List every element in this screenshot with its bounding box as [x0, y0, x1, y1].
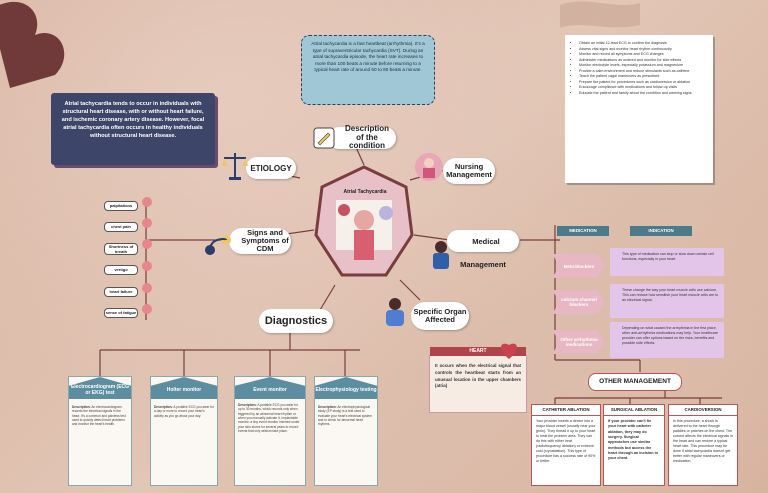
nursing-bullet-list: Obtain an initial 12-lead ECG to confirm… — [565, 35, 713, 96]
med-header-medication: MEDICATION — [557, 226, 609, 236]
sign-item: palpitations — [104, 201, 138, 211]
nursing-bullet-item: Prepare the patient for procedures such … — [579, 80, 707, 86]
nursing-bullet-item: Encourage compliance with medications an… — [579, 85, 707, 91]
stethoscope-icon — [205, 235, 231, 255]
sign-item: sense of fatigue — [104, 308, 138, 318]
diag-card-ep: Electrophysiology testing Description: A… — [314, 376, 378, 486]
diagnostics-label: Diagnostics — [264, 315, 328, 327]
central-heptagon — [314, 165, 414, 277]
center-title: Atrial Tachycardia — [343, 189, 387, 195]
om-card-catheter: CATHETER ABLATION Your provider inserts … — [531, 404, 601, 486]
ind-header-label: INDICATION — [648, 228, 674, 233]
om-card-title: CATHETER ABLATION — [532, 405, 600, 416]
diag-card-label: Description: — [318, 405, 337, 409]
sign-item: heart failure — [104, 287, 138, 297]
diag-card-title: Holter monitor — [151, 377, 217, 399]
nursing-bullet-item: Educate the patient and family about the… — [579, 91, 707, 97]
med-indication-calcium: These change the way your heart muscle c… — [610, 284, 724, 318]
etiology-box: Atrial tachycardia tends to occur in ind… — [51, 93, 215, 165]
nursing-bullet-item: Monitor and record all symptoms and ECG … — [579, 52, 707, 58]
med-header-label: MEDICATION — [569, 228, 597, 233]
heart-decoration-icon — [0, 1, 65, 88]
med-drug-other: Other arrhythmia medications — [553, 330, 605, 354]
nursing-bullet-item: Monitor electrolyte levels, especially p… — [579, 63, 707, 69]
medical-label: Medical Management — [460, 237, 506, 269]
etiology-text: Atrial tachycardia tends to occur in ind… — [61, 101, 205, 140]
om-card-cardioversion: CARDIOVERSION In this procedure, a shock… — [668, 404, 738, 486]
diag-card-title: Electrophysiology testing — [315, 377, 377, 399]
nursing-panel: Obtain an initial 12-lead ECG to confirm… — [565, 35, 713, 183]
signs-pill: Signs and Symptoms of CDM — [229, 228, 291, 254]
om-card-text: Your provider inserts a device into a ma… — [536, 419, 596, 464]
nursing-bullet-item: Assess vital signs and monitor heart rhy… — [579, 47, 707, 53]
medical-pill: Medical Management — [447, 230, 519, 269]
nurse-icon — [415, 153, 443, 181]
med-indication-other: Depending on what caused the arrhythmia … — [610, 322, 724, 358]
other-management-title: OTHER MANAGEMENT — [588, 373, 682, 391]
nursing-bullet-item: Teach the patient vagal maneuvers as pre… — [579, 74, 707, 80]
etiology-label: ETIOLOGY — [250, 164, 292, 173]
description-pill: Description of the condition — [328, 124, 396, 151]
organ-label: Specific Organ Affected — [413, 307, 467, 324]
med-indication-beta: This type of medication can stop or slow… — [610, 248, 724, 276]
organ-pill: Specific Organ Affected — [411, 302, 469, 330]
diag-card-holter: Holter monitor Description: A portable E… — [150, 376, 218, 486]
sign-item: vertigo — [104, 265, 138, 275]
nursing-bullet-item: Obtain an initial 12-lead ECG to confirm… — [579, 41, 707, 47]
diag-card-title: Event monitor — [235, 377, 305, 399]
etiology-pill: ETIOLOGY — [246, 157, 296, 179]
nursing-pill: Nursing Management — [443, 158, 495, 184]
om-card-text: If your provider can't fix your heart wi… — [608, 419, 658, 461]
om-card-title: CARDIOVERSION — [669, 405, 737, 416]
diag-card-title: Electrocardiogram (ECG or EKG) test — [69, 377, 131, 399]
nursing-bullet-item: Administer medications as ordered and mo… — [579, 58, 707, 64]
diag-card-text: A portable ECG you wear for up to 30 mon… — [238, 403, 300, 433]
om-card-surgical: SURGICAL ABLATION If your provider can't… — [603, 404, 665, 486]
heart-box: HEART It occurs when the electrical sign… — [429, 347, 527, 413]
diag-card-text: A portable ECG you wear for a day or mor… — [154, 405, 214, 418]
om-card-title: SURGICAL ABLATION — [604, 405, 664, 416]
nursing-bullet-item: Provide a calm environment and reduce st… — [579, 69, 707, 75]
heart-organ-icon — [501, 343, 517, 359]
patient-icon — [386, 298, 404, 326]
pencil-icon — [313, 127, 335, 149]
heart-text: It occurs when the electrical signal tha… — [435, 363, 521, 389]
doctor-icon — [433, 241, 449, 269]
om-card-text: In this procedure, a shock is delivered … — [673, 419, 733, 464]
signs-label: Signs and Symptoms of CDM — [241, 228, 289, 253]
med-header-indication: INDICATION — [630, 226, 692, 236]
nursing-label: Nursing Management — [446, 162, 492, 179]
diag-card-text: An electrocardiogram records the electri… — [72, 405, 126, 427]
sign-item: chest pain — [104, 222, 138, 232]
med-drug-beta: Beta-blockers — [553, 254, 605, 278]
symptom-figures-icon — [142, 197, 152, 314]
diagnostics-pill: Diagnostics — [259, 309, 333, 333]
diag-card-label: Description: — [154, 405, 173, 409]
heart-title: HEART — [430, 347, 526, 356]
diag-card-label: Description: — [238, 403, 257, 407]
other-management-label: OTHER MANAGEMENT — [599, 378, 671, 385]
med-drug-calcium: calcium channel blockers — [553, 290, 605, 314]
paper-scrap-icon — [560, 1, 640, 28]
diag-card-event: Event monitor Description: A portable EC… — [234, 376, 306, 486]
definition-text: Atrial tachycardia is a fast heartbeat (… — [311, 41, 425, 73]
definition-box: Atrial tachycardia is a fast heartbeat (… — [301, 35, 435, 105]
diag-card-text: An electrophysiological study (EP study)… — [318, 405, 372, 427]
diag-card-ecg: Electrocardiogram (ECG or EKG) test Desc… — [68, 376, 132, 486]
balance-scale-icon — [222, 153, 248, 180]
sign-item: Shortness of breath — [104, 243, 138, 255]
diag-card-label: Description: — [72, 405, 91, 409]
description-label: Description of the condition — [344, 124, 389, 151]
